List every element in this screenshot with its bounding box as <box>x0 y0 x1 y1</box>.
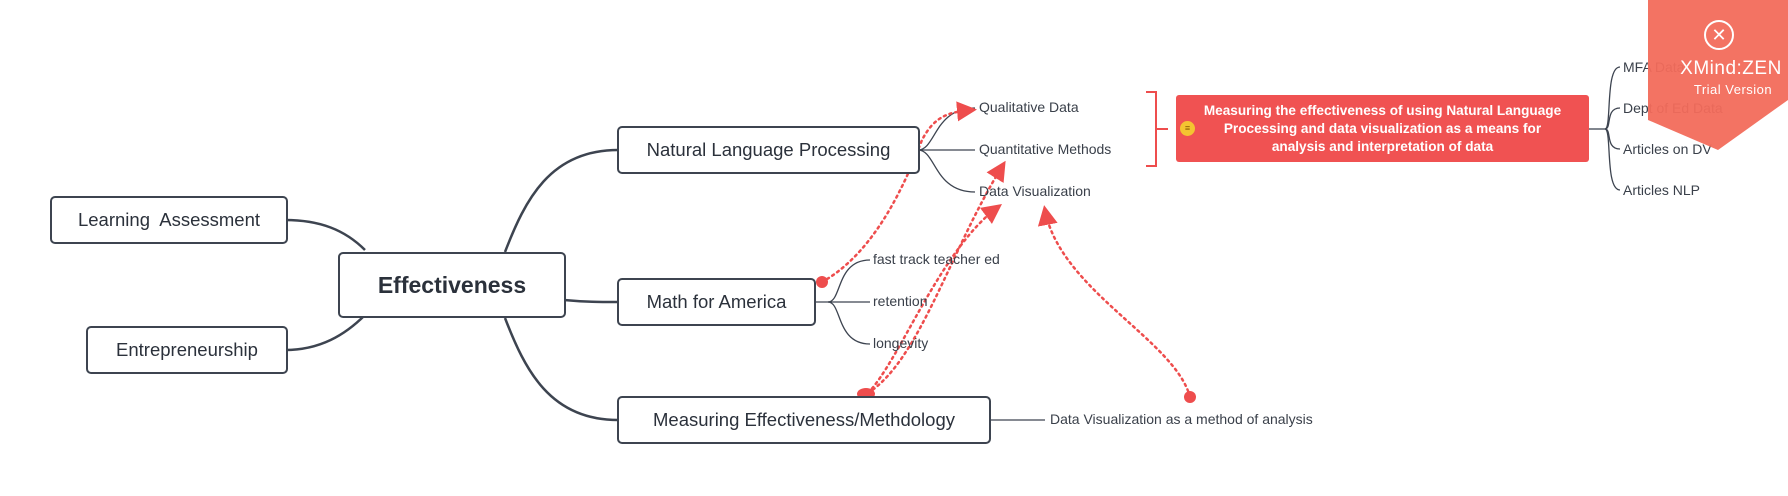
topic-label: Natural Language Processing <box>646 139 891 160</box>
topic-label: Entrepreneurship <box>116 339 258 360</box>
summary-topic[interactable]: Measuring the effectiveness of using Nat… <box>1176 95 1589 162</box>
subtopic-fast-track-teacher-ed[interactable]: fast track teacher ed <box>873 251 1000 267</box>
central-topic-label: Effectiveness <box>377 271 527 298</box>
connector-mfa <box>563 298 619 304</box>
connector-entrepreneurship <box>284 314 366 352</box>
summary-child-articles-nlp[interactable]: Articles NLP <box>1623 182 1701 198</box>
topic-natural-language-processing[interactable]: Natural Language Processing <box>617 126 920 174</box>
topic-math-for-america[interactable]: Math for America <box>617 278 816 326</box>
subtopic-dv-method-of-analysis[interactable]: Data Visualization as a method of analys… <box>1050 411 1313 427</box>
subtopic-retention[interactable]: retention <box>873 293 928 309</box>
branch-mfa-data <box>1604 66 1621 130</box>
subtopic-data-visualization[interactable]: Data Visualization <box>979 183 1091 199</box>
branch-articles-nlp <box>1604 128 1621 191</box>
topic-entrepreneurship[interactable]: Entrepreneurship <box>86 326 288 374</box>
subtopic-quantitative-methods[interactable]: Quantitative Methods <box>979 141 1112 157</box>
watermark-trial-label: Trial Version <box>1693 82 1773 97</box>
topic-label: Learning Assessment <box>77 209 261 230</box>
topic-label: Measuring Effectiveness/Methdology <box>653 409 955 430</box>
summary-topic-label: Measuring the effectiveness of using Nat… <box>1203 102 1562 154</box>
connector-nlp <box>503 148 619 253</box>
note-icon[interactable]: ≡ <box>1180 121 1195 136</box>
relationship-measuring-to-quantitative[interactable] <box>866 160 1006 395</box>
summary-child-articles-on-dv[interactable]: Articles on DV <box>1623 141 1712 157</box>
relationship-start-handle-dv-method[interactable] <box>1184 391 1196 403</box>
topic-label: Math for America <box>646 291 787 312</box>
subtopic-qualitative-data[interactable]: Qualitative Data <box>979 99 1079 115</box>
topic-learning-assessment[interactable]: Learning Assessment <box>50 196 288 244</box>
central-topic[interactable]: Effectiveness <box>338 252 566 318</box>
branch-qualitative <box>917 107 976 151</box>
close-icon[interactable]: ✕ <box>1704 20 1734 50</box>
relationship-start-handle[interactable] <box>816 276 828 288</box>
relationship-measuring-to-dv[interactable] <box>866 204 1003 395</box>
watermark-ribbon <box>1648 0 1788 150</box>
summary-bracket <box>1146 91 1168 167</box>
subtopic-longevity[interactable]: longevity <box>873 335 929 351</box>
branch-dept-ed-data <box>1604 107 1621 130</box>
topic-measuring-effectiveness[interactable]: Measuring Effectiveness/Methdology <box>617 396 991 444</box>
branch-data-visualization <box>917 149 976 193</box>
relationship-dv-method-to-dv[interactable] <box>1037 205 1192 399</box>
trial-watermark: ✕ XMind:ZEN Trial Version <box>1648 0 1788 150</box>
watermark-brand: XMind:ZEN <box>1680 58 1782 79</box>
branch-longevity <box>827 301 871 345</box>
connector-measuring <box>503 317 619 422</box>
connector-learning-assessment <box>284 218 366 251</box>
